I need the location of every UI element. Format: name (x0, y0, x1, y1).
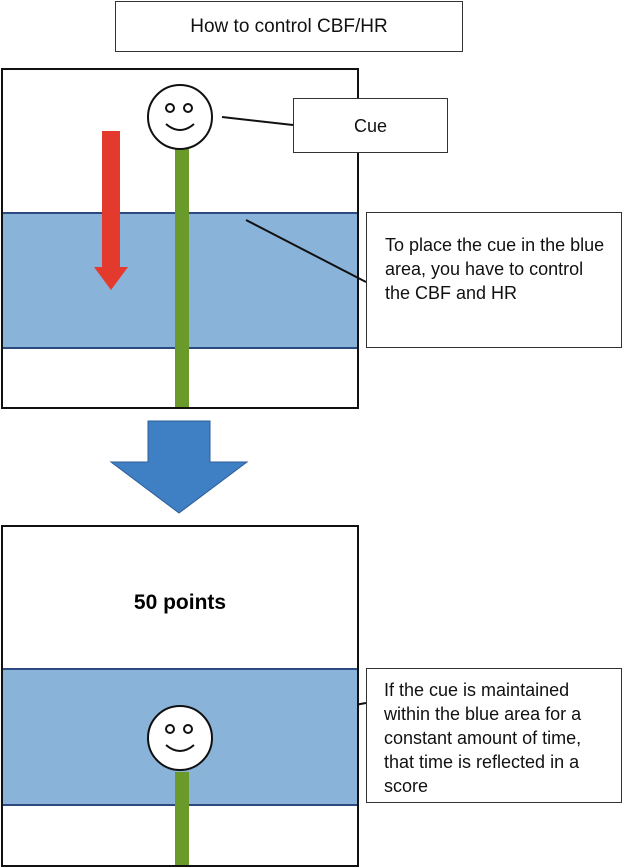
diagram-title: How to control CBF/HR (115, 1, 463, 52)
cue-smiley-icon (147, 84, 213, 150)
down-arrow-icon (94, 131, 128, 290)
cue-stick (175, 772, 189, 865)
callout-score-text: If the cue is maintained within the blue… (384, 680, 582, 796)
cue-stick (175, 148, 189, 407)
callout-score: If the cue is maintained within the blue… (366, 668, 622, 803)
score-text: 50 points (133, 591, 227, 614)
cue-label-box: Cue (293, 98, 448, 153)
flow-down-arrow-icon (109, 420, 249, 514)
cue-smiley-icon (147, 705, 213, 771)
diagram-title-text: How to control CBF/HR (190, 15, 388, 37)
score-panel: 50 points (1, 525, 359, 867)
callout-instruction: To place the cue in the blue area, you h… (366, 212, 622, 348)
cue-label: Cue (353, 115, 388, 136)
callout-instruction-text: To place the cue in the blue area, you h… (385, 235, 605, 303)
